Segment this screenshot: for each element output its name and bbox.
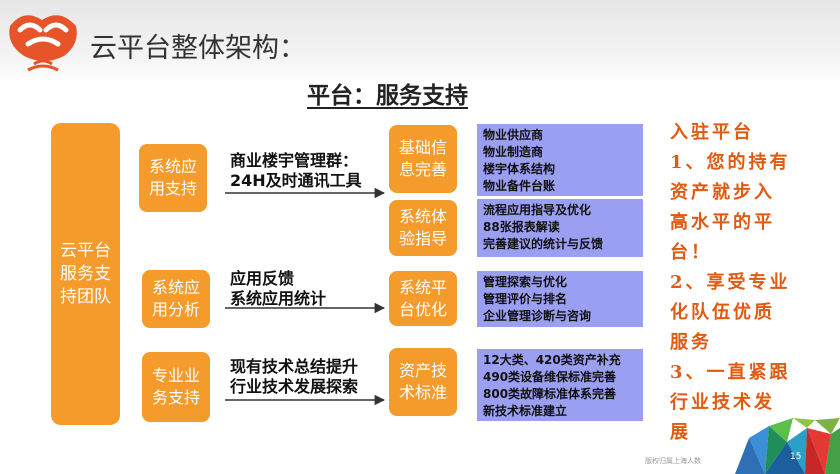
- benefit-line: 服务: [670, 332, 712, 353]
- experience-guide-details: 流程应用指导及优化 88张报表解读 完善建议的统计与反馈: [477, 199, 643, 257]
- benefit-line: 展: [670, 422, 691, 443]
- page-title: 云平台整体架构：: [90, 33, 306, 64]
- benefit-line: 台！: [670, 242, 712, 263]
- analysis-description: 应用反馈 系统应用统计: [230, 269, 327, 308]
- footer-copyright: 版权归属上海人数: [645, 457, 701, 465]
- benefit-line: 3、一直紧跟: [670, 362, 791, 383]
- detail-item: 物业供应商: [483, 128, 544, 142]
- basic-info-details: 物业供应商 物业制造商 楼宇体系结构 物业备件台账: [477, 124, 643, 196]
- benefit-line: 入驻平台: [670, 122, 754, 143]
- benefit-line: 行业技术发: [670, 392, 775, 413]
- professional-description: 现有技术总结提升 行业技术发展探索: [230, 357, 359, 396]
- support-description: 商业楼宇管理群： 24H及时通讯工具: [230, 151, 362, 190]
- asset-standard-box: 资产技 术标准: [389, 348, 457, 416]
- detail-item: 800类故障标准体系完善: [483, 387, 617, 401]
- section-subtitle: 平台：服务支持: [307, 83, 468, 109]
- experience-guide-box: 系统体 验指导: [389, 200, 457, 256]
- asset-standard-details: 12大类、420类资产补充 490类设备维保标准完善 800类故障标准体系完善 …: [477, 349, 643, 421]
- detail-item: 12大类、420类资产补充: [483, 353, 621, 367]
- detail-item: 88张报表解读: [483, 220, 560, 234]
- company-logo-icon: [9, 15, 77, 72]
- detail-item: 管理探索与优化: [483, 275, 568, 289]
- mosaic-decoration-icon: [735, 418, 840, 474]
- header-band: [0, 0, 840, 82]
- benefit-line: 资产就步入: [670, 182, 775, 203]
- app-support-box: 系统应 用支持: [139, 144, 207, 212]
- detail-item: 新技术标准建立: [483, 404, 568, 418]
- detail-item: 楼宇体系结构: [483, 162, 556, 176]
- detail-item: 490类设备维保标准完善: [483, 370, 617, 384]
- detail-item: 物业备件台账: [483, 179, 556, 193]
- benefit-line: 高水平的平: [670, 212, 775, 233]
- benefit-line: 2、享受专业: [670, 272, 791, 293]
- platform-optimize-box: 系统平 台优化: [389, 271, 457, 326]
- app-analysis-box: 系统应 用分析: [142, 270, 210, 328]
- benefits-panel: 入驻平台 1、您的持有 资产就步入 高水平的平 台！ 2、享受专业 化队伍优质 …: [670, 118, 840, 448]
- basic-info-box: 基础信 息完善: [389, 125, 457, 193]
- platform-optimize-details: 管理探索与优化 管理评价与排名 企业管理诊断与咨询: [477, 271, 643, 327]
- detail-item: 企业管理诊断与咨询: [483, 309, 592, 323]
- service-team-box: 云平台 服务支 持团队: [51, 123, 120, 425]
- detail-item: 物业制造商: [483, 145, 544, 159]
- detail-item: 流程应用指导及优化: [483, 203, 592, 217]
- professional-support-box: 专业业 务支持: [142, 352, 210, 422]
- benefit-line: 化队伍优质: [670, 302, 775, 323]
- page-number: 15: [790, 452, 802, 462]
- benefit-line: 1、您的持有: [670, 152, 791, 173]
- detail-item: 完善建议的统计与反馈: [483, 237, 604, 251]
- detail-item: 管理评价与排名: [483, 292, 568, 306]
